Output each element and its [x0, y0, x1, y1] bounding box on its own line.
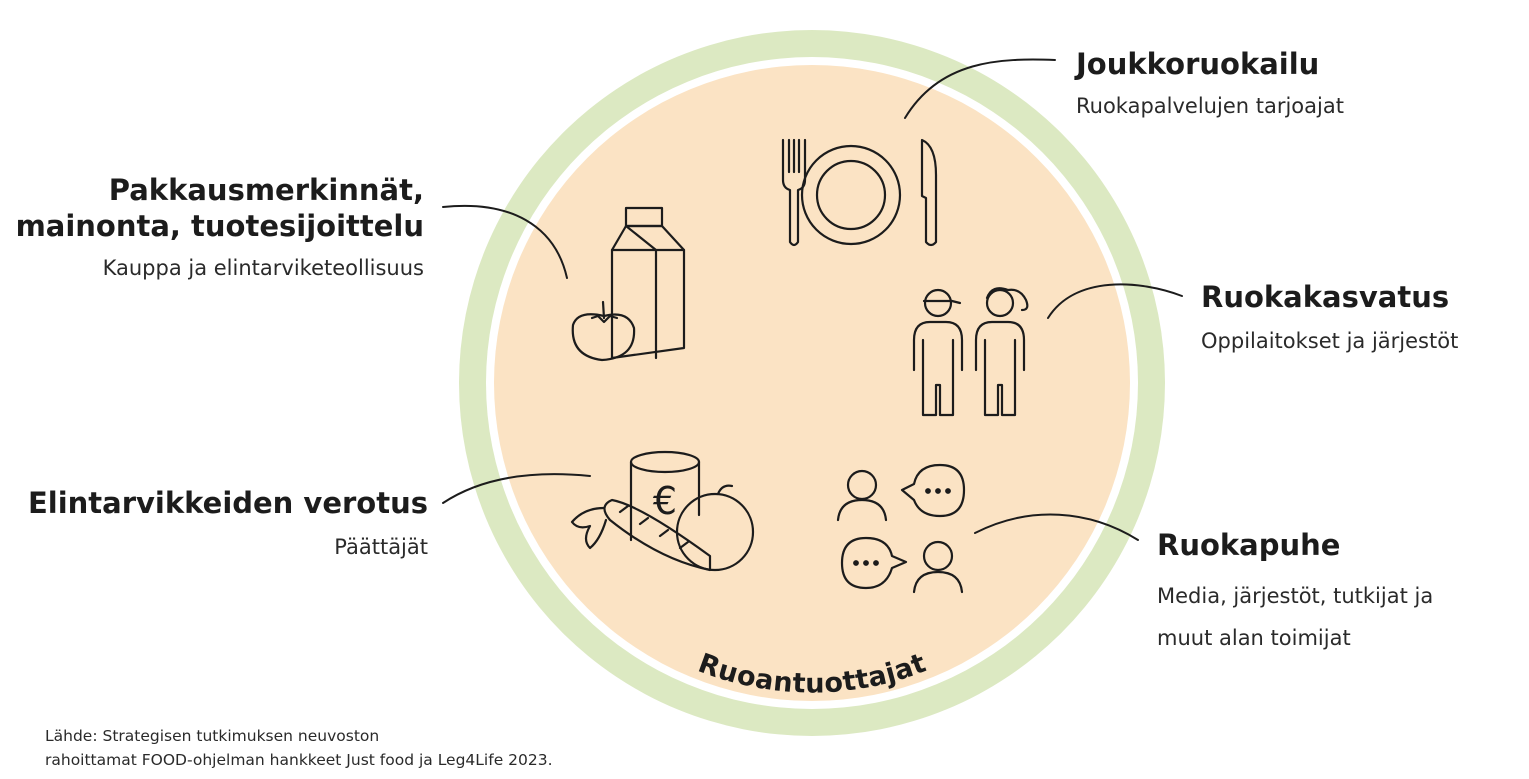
- actor-subtitle: Oppilaitokset ja järjestöt: [1201, 329, 1459, 353]
- actor-title-line2: mainonta, tuotesijoittelu: [15, 209, 424, 243]
- connector-verotus: [442, 473, 591, 504]
- source-note: Lähde: Strategisen tutkimuksen neuvoston…: [45, 724, 553, 772]
- inner-circle: [494, 65, 1130, 701]
- actor-ruokakasvatus: Ruokakasvatus Oppilaitokset ja järjestöt: [1201, 279, 1458, 355]
- plate-cutlery-icon: [781, 138, 938, 247]
- actor-title-line1: Pakkausmerkinnät,: [108, 173, 424, 207]
- conversation-icon: [836, 463, 966, 594]
- actor-verotus: Elintarvikkeiden verotus Päättäjät: [28, 485, 428, 561]
- actor-subtitle-line1: Media, järjestöt, tutkijat ja: [1157, 584, 1434, 608]
- actor-subtitle: Kauppa ja elintarviketeollisuus: [102, 256, 424, 280]
- actor-pakkaus: Pakkausmerkinnät, mainonta, tuotesijoitt…: [16, 172, 424, 282]
- actor-subtitle-line2: muut alan toimijat: [1157, 626, 1351, 650]
- milk-carton-tomato-icon: [571, 206, 686, 362]
- euro-can-vegetables-icon: €: [570, 450, 755, 572]
- connector-pakkaus: [442, 204, 568, 279]
- actor-title: Ruokapuhe: [1157, 528, 1341, 562]
- actor-title: Ruokakasvatus: [1201, 280, 1450, 314]
- actor-joukkoruokailu: Joukkoruokailu Ruokapalvelujen tarjoajat: [1076, 46, 1344, 120]
- connector-lines: [442, 58, 1183, 541]
- svg-text:€: €: [653, 479, 677, 523]
- connector-ruokakasvatus: [1047, 283, 1183, 319]
- source-line1: Lähde: Strategisen tutkimuksen neuvoston: [45, 727, 380, 745]
- actor-ruokapuhe: Ruokapuhe Media, järjestöt, tutkijat ja …: [1157, 527, 1433, 659]
- children-icon: [912, 287, 1029, 417]
- source-line2: rahoittamat FOOD-ohjelman hankkeet Just …: [45, 751, 553, 769]
- connector-joukkoruokailu: [904, 58, 1056, 119]
- actor-title: Elintarvikkeiden verotus: [27, 486, 428, 520]
- actor-subtitle: Ruokapalvelujen tarjoajat: [1076, 94, 1344, 118]
- actor-title: Joukkoruokailu: [1076, 47, 1320, 81]
- connector-ruokapuhe: [974, 513, 1139, 541]
- actor-subtitle: Päättäjät: [334, 535, 428, 559]
